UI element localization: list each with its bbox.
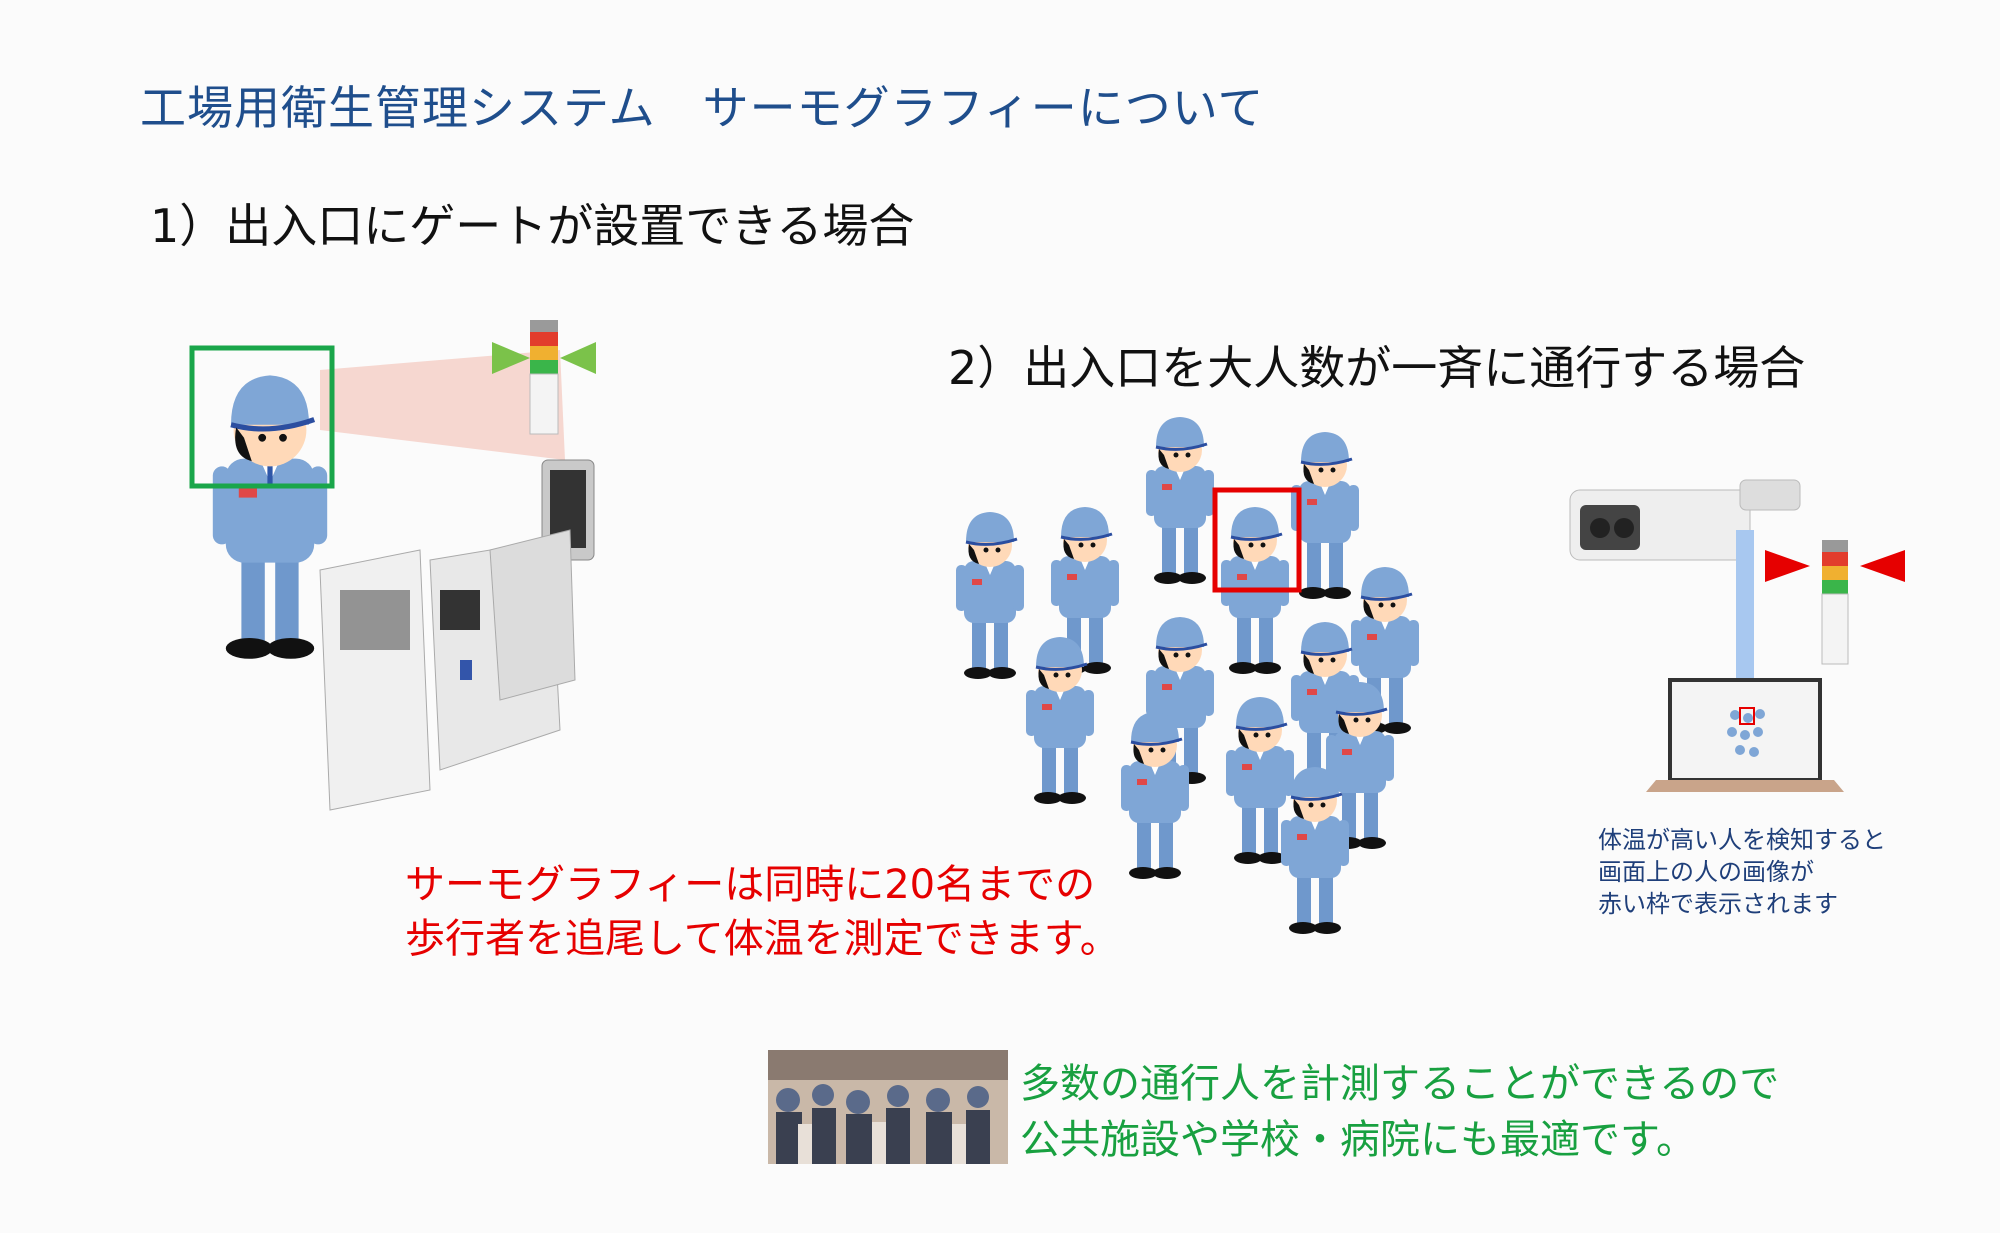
red-note: サーモグラフィーは同時に20名までの 歩行者を追尾して体温を測定できます。 (405, 858, 1120, 966)
red-note-line2: 歩行者を追尾して体温を測定できます。 (405, 916, 1120, 962)
green-note-line2: 公共施設や学校・病院にも最適です。 (1020, 1117, 1696, 1163)
green-note: 多数の通行人を計測することができるので 公共施設や学校・病院にも最適です。 (1020, 1056, 1779, 1168)
thermal-camera-system (1569, 479, 1905, 792)
gate-illustration (189, 320, 596, 811)
blue-note-line2: 画面上の人の画像が (1598, 858, 1814, 886)
crowd-photo (768, 1050, 1008, 1164)
blue-note: 体温が高い人を検知すると 画面上の人の画像が 赤い枠で表示されます (1598, 824, 1886, 920)
detection-box-green (189, 345, 335, 489)
page-title: 工場用衛生管理システム サーモグラフィーについて (140, 81, 1265, 135)
crowd-illustration (954, 415, 1421, 936)
section2-heading: 2）出入口を大人数が一斉に通行する場合 (948, 341, 1806, 395)
blue-note-line3: 赤い枠で表示されます (1598, 890, 1838, 918)
section1-heading: 1）出入口にゲートが設置できる場合 (150, 199, 915, 253)
detection-box-red (1212, 487, 1302, 593)
green-note-line1: 多数の通行人を計測することができるので (1020, 1061, 1780, 1107)
red-note-line1: サーモグラフィーは同時に20名までの (405, 862, 1096, 908)
blue-note-line1: 体温が高い人を検知すると (1598, 826, 1886, 854)
